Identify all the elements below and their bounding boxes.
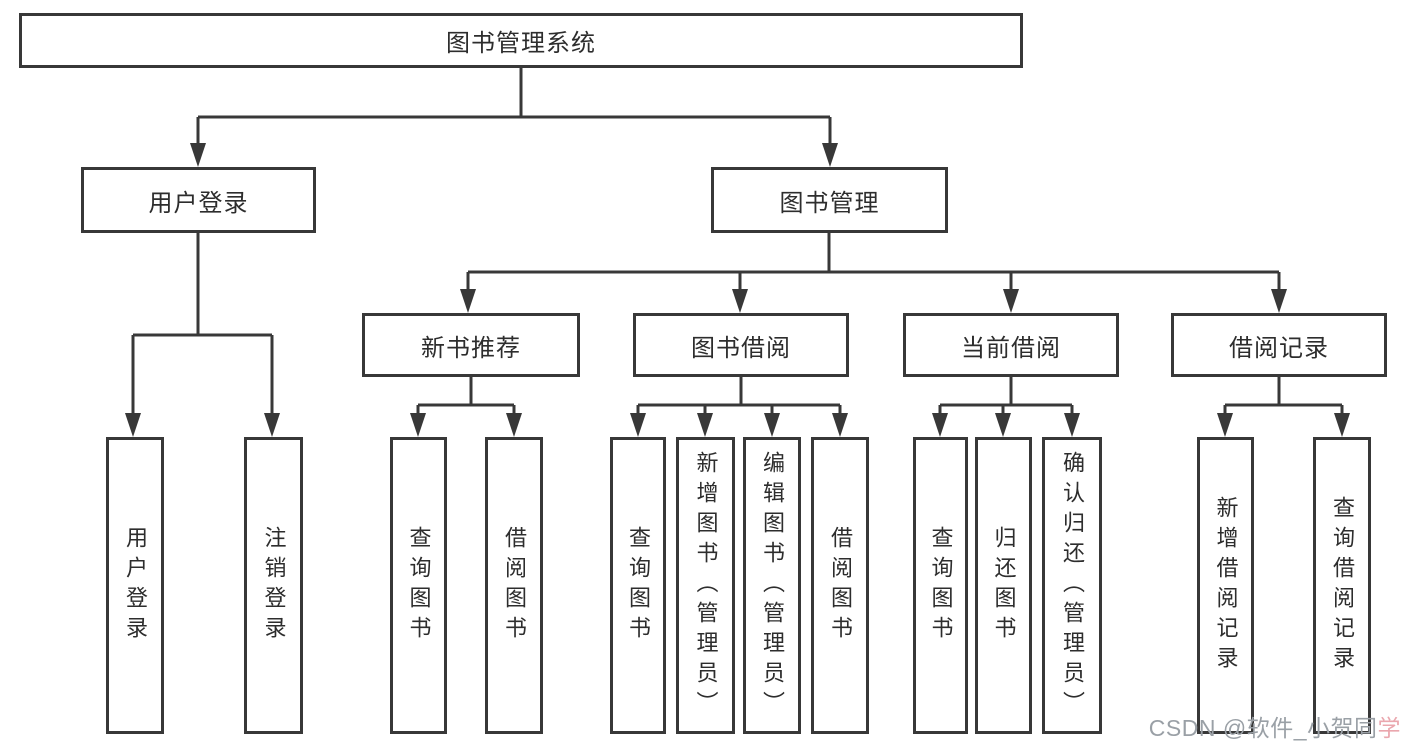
arrow-icon bbox=[125, 413, 141, 437]
watermark: CSDN @软件_小贺同学 bbox=[1149, 709, 1401, 743]
node-cb-confirm-return-label: 确认归还（管理员） bbox=[1060, 450, 1085, 721]
node-logout-label: 注销登录 bbox=[261, 525, 287, 646]
node-login: 用户登录 bbox=[106, 437, 164, 734]
node-book-mgmt-label: 图书管理 bbox=[779, 189, 880, 217]
arrow-icon bbox=[264, 413, 280, 437]
node-bb-borrow-books: 借阅图书 bbox=[811, 437, 869, 734]
arrow-icon bbox=[1334, 413, 1350, 437]
arrow-icon bbox=[1003, 289, 1019, 313]
node-bb-borrow-books-label: 借阅图书 bbox=[828, 525, 853, 646]
node-logout: 注销登录 bbox=[244, 437, 303, 734]
node-br-query-record: 查询借阅记录 bbox=[1313, 437, 1371, 734]
node-br-add-record-label: 新增借阅记录 bbox=[1213, 495, 1239, 676]
arrow-icon bbox=[822, 143, 838, 167]
node-cb-return-books: 归还图书 bbox=[975, 437, 1032, 734]
node-rec-borrow-books-label: 借阅图书 bbox=[502, 525, 527, 646]
node-book-borrow-label: 图书借阅 bbox=[691, 334, 791, 362]
node-current-borrow-label: 当前借阅 bbox=[961, 334, 1061, 362]
arrow-icon bbox=[460, 289, 476, 313]
node-book-borrow: 图书借阅 bbox=[633, 313, 849, 377]
node-br-query-record-label: 查询借阅记录 bbox=[1330, 495, 1355, 676]
node-user-login-label: 用户登录 bbox=[148, 189, 249, 217]
node-book-mgmt: 图书管理 bbox=[711, 167, 948, 233]
arrow-icon bbox=[732, 289, 748, 313]
node-rec-borrow-books: 借阅图书 bbox=[485, 437, 543, 734]
connector-lines bbox=[131, 68, 1344, 415]
arrow-icon bbox=[764, 413, 780, 437]
node-bb-add-books: 新增图书（管理员） bbox=[676, 437, 735, 734]
arrow-icon bbox=[506, 413, 522, 437]
arrow-icon bbox=[410, 413, 426, 437]
node-bb-query-books-label: 查询图书 bbox=[626, 525, 651, 646]
node-borrow-records: 借阅记录 bbox=[1171, 313, 1387, 377]
node-bb-query-books: 查询图书 bbox=[610, 437, 666, 734]
node-rec-query-books: 查询图书 bbox=[390, 437, 447, 734]
node-cb-query-books-label: 查询图书 bbox=[928, 525, 954, 646]
node-cb-query-books: 查询图书 bbox=[913, 437, 968, 734]
node-root: 图书管理系统 bbox=[19, 13, 1023, 68]
arrow-icon bbox=[995, 413, 1011, 437]
arrow-icon bbox=[190, 143, 206, 167]
arrow-icon bbox=[1064, 413, 1080, 437]
arrow-icon bbox=[932, 413, 948, 437]
watermark-pink-text: 学 bbox=[1377, 715, 1401, 741]
node-borrow-records-label: 借阅记录 bbox=[1229, 334, 1329, 362]
arrow-icon bbox=[697, 413, 713, 437]
arrow-icon bbox=[1217, 413, 1233, 437]
node-cb-return-books-label: 归还图书 bbox=[991, 525, 1017, 646]
node-rec-query-books-label: 查询图书 bbox=[406, 525, 432, 646]
arrowheads bbox=[125, 143, 1350, 437]
node-login-label: 用户登录 bbox=[123, 525, 148, 646]
watermark-gray-text: CSDN @软件_小贺同 bbox=[1148, 715, 1378, 741]
node-cb-confirm-return: 确认归还（管理员） bbox=[1042, 437, 1102, 734]
arrow-icon bbox=[1271, 289, 1287, 313]
node-new-book-rec: 新书推荐 bbox=[362, 313, 580, 377]
node-br-add-record: 新增借阅记录 bbox=[1197, 437, 1254, 734]
node-new-book-rec-label: 新书推荐 bbox=[421, 334, 521, 362]
node-bb-edit-books: 编辑图书（管理员） bbox=[743, 437, 801, 734]
node-bb-edit-books-label: 编辑图书（管理员） bbox=[760, 450, 785, 721]
arrow-icon bbox=[630, 413, 646, 437]
node-root-label: 图书管理系统 bbox=[446, 30, 596, 57]
node-current-borrow: 当前借阅 bbox=[903, 313, 1119, 377]
node-bb-add-books-label: 新增图书（管理员） bbox=[693, 450, 719, 721]
arrow-icon bbox=[832, 413, 848, 437]
node-user-login: 用户登录 bbox=[81, 167, 316, 233]
